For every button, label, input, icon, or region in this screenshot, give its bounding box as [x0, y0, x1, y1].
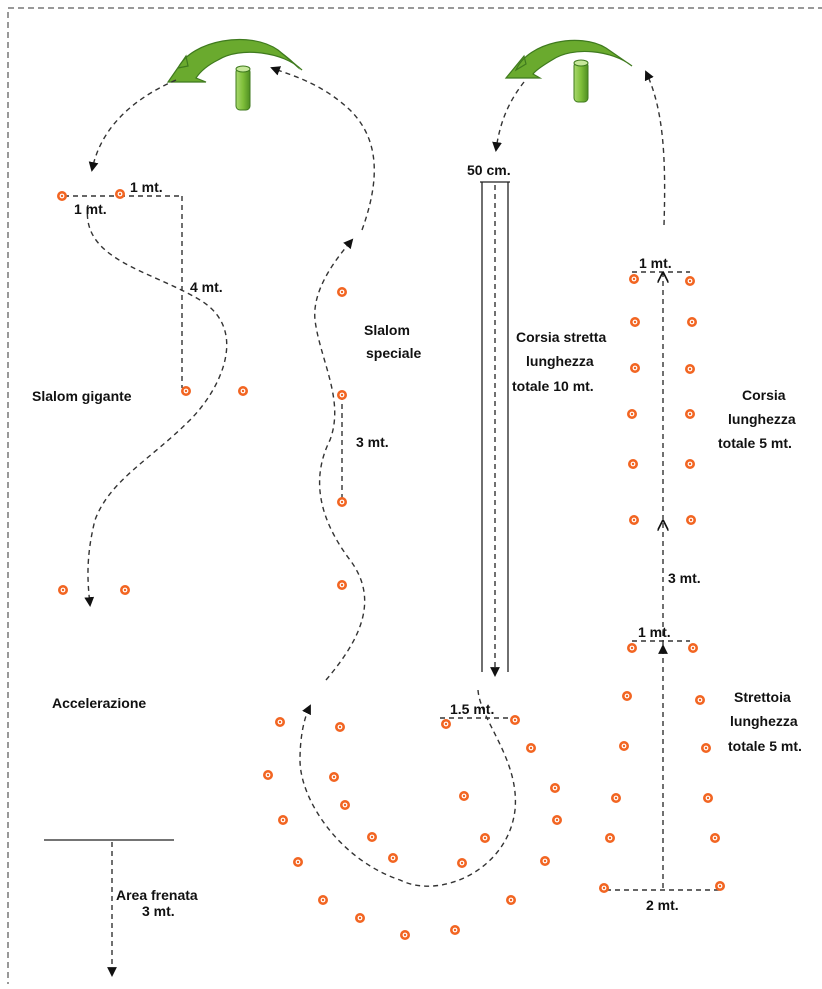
cone-icon	[337, 390, 347, 400]
label-2mt: 2 mt.	[646, 897, 679, 913]
cone-icon	[627, 643, 637, 653]
label-corsia-stretta-2: lunghezza	[526, 353, 594, 369]
cone-icon	[340, 800, 350, 810]
speciale-path	[314, 238, 366, 681]
label-corsia-2: lunghezza	[728, 411, 796, 427]
label-1mt-side: 1 mt.	[74, 201, 107, 217]
cone-icon	[715, 881, 725, 891]
cone-icon	[619, 741, 629, 751]
cone-icon	[337, 580, 347, 590]
label-1mt-corsia: 1 mt.	[639, 255, 672, 271]
cone-icon	[181, 386, 191, 396]
label-accelerazione: Accelerazione	[52, 695, 146, 711]
cone-icon	[318, 895, 328, 905]
cone-icon	[335, 722, 345, 732]
cone-icon	[329, 772, 339, 782]
cone-icon	[58, 585, 68, 595]
label-corsia-3: totale 5 mt.	[718, 435, 792, 451]
u-loop-path	[299, 689, 517, 887]
cone-icon	[630, 363, 640, 373]
cone-icon	[459, 791, 469, 801]
cone-icon	[293, 857, 303, 867]
speciale-exit-path	[270, 66, 375, 231]
cone-icon	[450, 925, 460, 935]
cone-icon	[480, 833, 490, 843]
cone-icon	[337, 497, 347, 507]
label-1-5mt: 1.5 mt.	[450, 701, 494, 717]
cone-icon	[526, 743, 536, 753]
cone-icon	[622, 691, 632, 701]
gigante-slalom-path	[84, 204, 228, 607]
label-area-frenata-1: Area frenata	[116, 887, 198, 903]
cone-icon	[685, 276, 695, 286]
gigante-entry-path	[88, 79, 177, 172]
pole-icon	[235, 65, 251, 111]
label-strettoia-3: totale 5 mt.	[728, 738, 802, 754]
cone-icon	[388, 853, 398, 863]
corsia-exit-path	[644, 70, 666, 226]
cone-icon	[552, 815, 562, 825]
label-strettoia-2: lunghezza	[730, 713, 798, 729]
cone-icon	[685, 459, 695, 469]
cone-icon	[540, 856, 550, 866]
cone-icon	[57, 191, 67, 201]
label-3mt-slalom: 3 mt.	[356, 434, 389, 450]
label-slalom-speciale-1: Slalom	[364, 322, 410, 338]
cone-icon	[510, 715, 520, 725]
label-1mt-strettoia: 1 mt.	[638, 624, 671, 640]
cone-icon	[710, 833, 720, 843]
label-1mt-top: 1 mt.	[130, 179, 163, 195]
cone-icon	[605, 833, 615, 843]
cone-icon	[400, 930, 410, 940]
cone-icon	[278, 815, 288, 825]
cone-icon	[599, 883, 609, 893]
label-area-frenata-2: 3 mt.	[142, 903, 175, 919]
cone-icon	[337, 287, 347, 297]
label-4mt: 4 mt.	[190, 279, 223, 295]
u-turn-arrow-icon	[166, 38, 303, 83]
cone-icon	[367, 832, 377, 842]
label-slalom-speciale-2: speciale	[366, 345, 421, 361]
cone-icon	[506, 895, 516, 905]
cone-icon	[611, 793, 621, 803]
corsia-stretta-entry-path	[492, 81, 525, 152]
label-3mt-between: 3 mt.	[668, 570, 701, 586]
cone-icon	[703, 793, 713, 803]
cone-icon	[629, 274, 639, 284]
label-50cm: 50 cm.	[467, 162, 511, 178]
cone-icon	[627, 409, 637, 419]
cone-icon	[115, 189, 125, 199]
cone-icon	[685, 364, 695, 374]
cone-icon	[685, 409, 695, 419]
pole-icon	[573, 59, 589, 103]
cone-icon	[687, 317, 697, 327]
cone-icon	[457, 858, 467, 868]
label-corsia-1: Corsia	[742, 387, 786, 403]
page-border	[7, 7, 822, 989]
cone-icon	[120, 585, 130, 595]
cone-icon	[355, 913, 365, 923]
u-turn-arrow-icon	[504, 39, 633, 79]
label-slalom-gigante: Slalom gigante	[32, 388, 132, 404]
cone-icon	[263, 770, 273, 780]
cone-icon	[695, 695, 705, 705]
cone-icon	[630, 317, 640, 327]
cone-icon	[550, 783, 560, 793]
cone-icon	[628, 459, 638, 469]
cone-icon	[629, 515, 639, 525]
cones-group	[57, 189, 725, 940]
cone-icon	[441, 719, 451, 729]
label-strettoia-1: Strettoia	[734, 689, 791, 705]
cone-icon	[686, 515, 696, 525]
cone-icon	[238, 386, 248, 396]
cone-icon	[688, 643, 698, 653]
label-corsia-stretta-1: Corsia stretta	[516, 329, 606, 345]
cone-icon	[275, 717, 285, 727]
label-corsia-stretta-3: totale 10 mt.	[512, 378, 594, 394]
cone-icon	[701, 743, 711, 753]
